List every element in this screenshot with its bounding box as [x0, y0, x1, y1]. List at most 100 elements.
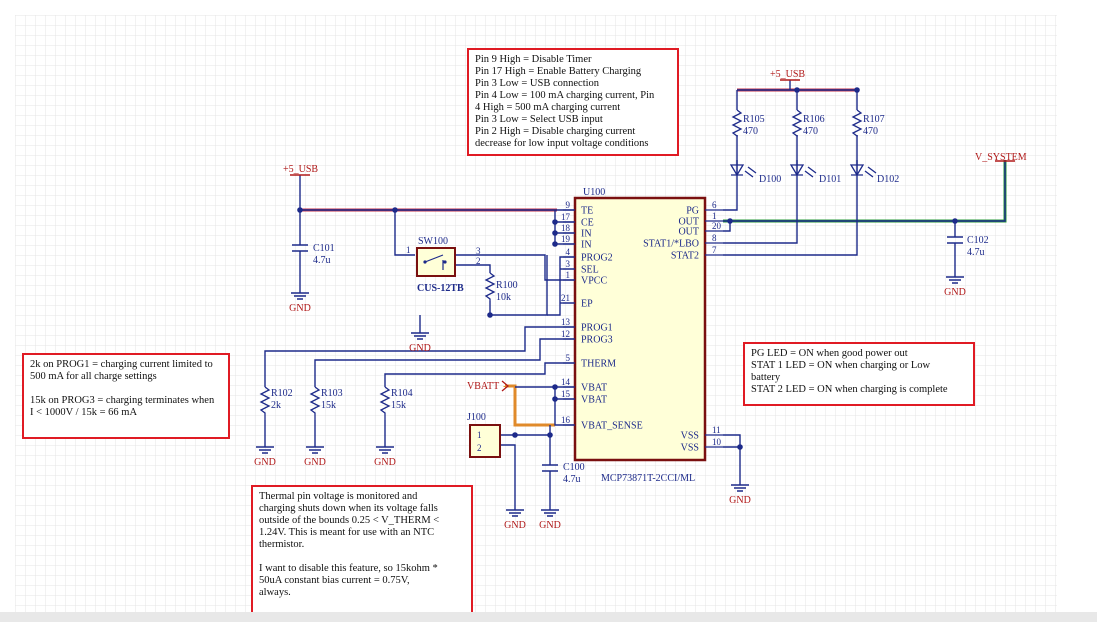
wire-led-resistors: [736, 135, 858, 165]
sw100-contact: [424, 254, 444, 270]
note-line: [259, 551, 465, 563]
note-line: always.: [259, 587, 291, 598]
note-line: Pin 4 Low = 100 mA charging current, Pin: [475, 90, 655, 101]
note-line: outside of the bounds 0.25 < V_THERM <: [259, 515, 440, 526]
ic-body: [573, 196, 707, 462]
pin-number: 7: [712, 245, 717, 255]
r105-ref: R105: [743, 114, 765, 125]
connector-j100[interactable]: J100 1 2: [467, 412, 501, 458]
power-ports: +5_USB +5_USB V_SYSTEM VBATT: [283, 69, 1027, 392]
note-line: I want to disable this feature, so 15koh…: [259, 563, 438, 574]
note-line: STAT 1 LED = ON when charging or Low: [751, 360, 931, 371]
j100-ref: J100: [467, 412, 486, 423]
j100-body: [469, 424, 501, 458]
note-line: 2k on PROG1 = charging current limited t…: [30, 359, 213, 370]
wire-sw-pin1: [394, 210, 415, 256]
gnd-label: GND: [304, 457, 326, 468]
sw100-pin2: 2: [476, 256, 481, 266]
pin-name: VBAT_SENSE: [581, 421, 643, 432]
wire-r100-bottom: [489, 255, 548, 316]
page-scroll-edge: [0, 612, 1097, 622]
gnd-icon: GND: [409, 332, 431, 354]
gnd-label: GND: [729, 495, 751, 506]
wire-stat1: [723, 160, 798, 244]
note-line: STAT 2 LED = ON when charging is complet…: [751, 384, 948, 395]
pin-number: 6: [712, 200, 717, 210]
led-leads: [736, 165, 858, 175]
d100-ref: D100: [759, 174, 781, 185]
pin-number: 13: [561, 317, 571, 327]
r102-value: 2k: [271, 400, 281, 411]
pin-number: 1: [566, 270, 571, 280]
pin-name: IN: [581, 229, 592, 240]
pin-number: 3: [566, 259, 571, 269]
wires: [264, 80, 1006, 510]
switch-sw100[interactable]: SW100 CUS-12TB 1 2 3: [406, 236, 481, 294]
sw100-pin3: 3: [476, 246, 481, 256]
wire-therm: [384, 362, 575, 387]
ic-pin-pg: 6PG: [686, 200, 723, 217]
vsystem-label: V_SYSTEM: [975, 152, 1027, 163]
c101-ref: C101: [313, 243, 335, 254]
ic-u100[interactable]: U100 MCP73871T-2CCI/ML 9TE17CE18IN19IN4P…: [561, 187, 723, 484]
pin-number: 15: [561, 389, 571, 399]
pin-number: 16: [561, 415, 571, 425]
pin-name: CE: [581, 218, 594, 229]
c102-value: 4.7u: [967, 247, 985, 258]
pin-name: TE: [581, 206, 593, 217]
note-line: Thermal pin voltage is monitored and: [259, 491, 418, 502]
gnd-icon: GND: [254, 446, 276, 468]
note-line: 15k on PROG3 = charging terminates when: [30, 395, 215, 406]
sw100-part: CUS-12TB: [417, 283, 464, 294]
gnd-label: GND: [539, 520, 561, 531]
pin-name: OUT: [678, 227, 699, 238]
page-margin-right: [1057, 0, 1097, 622]
note-line: 4 High = 500 mA charging current: [475, 102, 621, 113]
cap-leads: [299, 243, 956, 477]
pin-number: 14: [561, 377, 571, 387]
gnd-icon: GND: [374, 446, 396, 468]
pin-name: STAT1/*LBO: [643, 239, 699, 250]
note-line: thermistor.: [259, 539, 305, 550]
ic-pin-te: 9TE: [563, 200, 593, 217]
r104-symbol: [379, 386, 391, 420]
r103-value: 15k: [321, 400, 336, 411]
pin-name: EP: [581, 299, 593, 310]
gnd-icon: GND: [729, 484, 751, 506]
led-emission-arrows: [744, 166, 877, 178]
note-line: Pin 3 Low = USB connection: [475, 78, 600, 89]
ic-part: MCP73871T-2CCI/ML: [601, 473, 695, 484]
pin-name: STAT2: [671, 251, 699, 262]
pin-name: IN: [581, 240, 592, 251]
r105-symbol: [731, 109, 743, 138]
wire-prog3: [314, 338, 575, 387]
wire-prog1: [264, 326, 575, 387]
wire-vss: [723, 434, 741, 485]
ic-ref: U100: [583, 187, 605, 198]
pin-name: VBAT: [581, 395, 607, 406]
pin-number: 19: [561, 234, 571, 244]
gnd-label: GND: [289, 303, 311, 314]
pin-name: VSS: [681, 443, 699, 454]
r102-symbol: [259, 386, 271, 420]
pin-name: VPCC: [581, 276, 607, 287]
pin-name: PROG2: [581, 253, 613, 264]
r104-ref: R104: [391, 388, 413, 399]
usb-left-label: +5_USB: [283, 164, 318, 175]
r100-value: 10k: [496, 292, 511, 303]
note-line: charging shuts down when its voltage fal…: [259, 503, 438, 514]
pin-number: 10: [712, 437, 722, 447]
c100-ref: C100: [563, 462, 585, 473]
